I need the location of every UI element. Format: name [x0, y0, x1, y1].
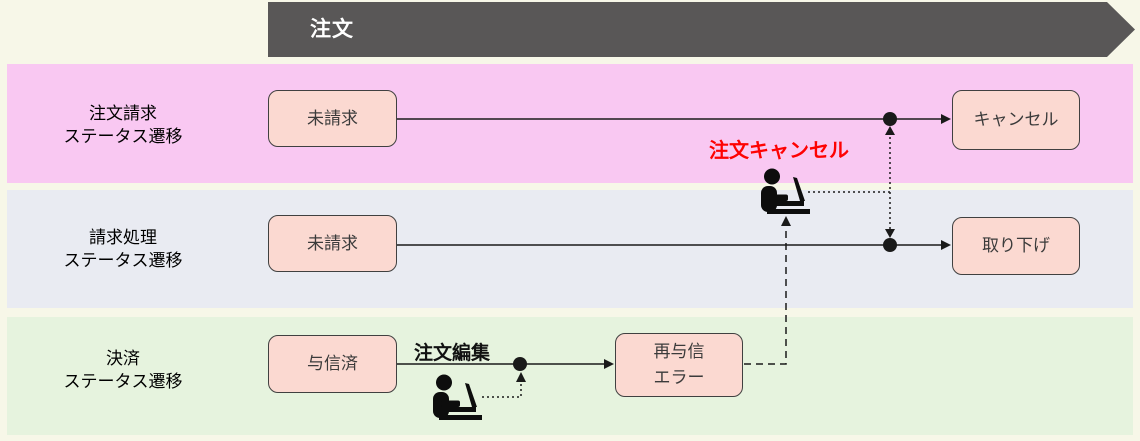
state-box-unbilled-lane1: 未請求: [268, 90, 397, 147]
order-edit-annotation: 注文編集: [414, 343, 491, 364]
lane-label-line: 請求処理: [89, 228, 157, 247]
state-box-label: エラー: [653, 368, 705, 387]
order-phase-banner: 注文: [268, 2, 1135, 57]
state-box-cancel: キャンセル: [952, 90, 1080, 150]
lane-label-line: ステータス遷移: [63, 251, 183, 270]
order-cancel-annotation: 注文キャンセル: [709, 140, 849, 162]
state-box-label: 与信済: [307, 354, 358, 373]
state-box-recredit-error: 再与信 エラー: [615, 333, 743, 397]
lane-label-line: 注文請求: [89, 104, 157, 123]
state-box-label: キャンセル: [973, 110, 1059, 129]
banner-title: 注文: [310, 18, 354, 41]
lane-label-billing-process: 請求処理 ステータス遷移: [8, 226, 238, 272]
state-box-label: 再与信: [653, 342, 705, 361]
lane-label-line: ステータス遷移: [63, 127, 183, 146]
state-box-withdraw: 取り下げ: [952, 217, 1080, 275]
lane-label-line: 決済: [106, 349, 140, 368]
state-box-label: 未請求: [307, 233, 358, 253]
lane-label-order-billing: 注文請求 ステータス遷移: [8, 102, 238, 148]
state-box-credit-approved: 与信済: [268, 335, 397, 393]
state-box-label: 取り下げ: [982, 236, 1050, 255]
state-box-label: 未請求: [307, 108, 358, 128]
lane-label-line: ステータス遷移: [63, 372, 183, 391]
lane-label-payment: 決済 ステータス遷移: [8, 347, 238, 393]
lane-payment-status: [7, 317, 1133, 435]
state-box-unbilled-lane2: 未請求: [268, 215, 397, 272]
